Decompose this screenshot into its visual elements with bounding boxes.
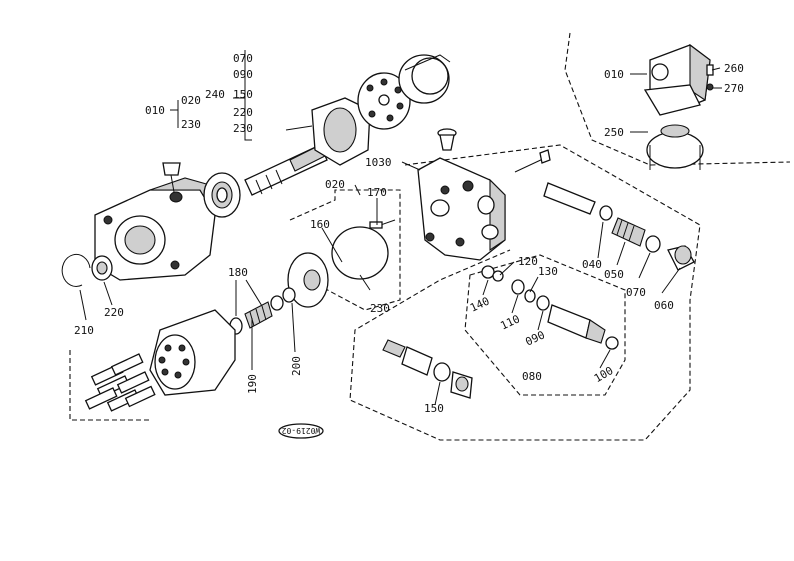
label-070-b: 070 bbox=[626, 286, 646, 299]
leader-lines bbox=[79, 50, 722, 406]
inset-motor-assembly bbox=[643, 43, 714, 170]
drive-shaft bbox=[244, 144, 328, 196]
spring-set bbox=[229, 287, 296, 335]
label-1030: 1030 bbox=[365, 156, 392, 169]
label-170: 170 bbox=[367, 186, 387, 199]
valve-group-outline bbox=[349, 144, 701, 441]
bearing bbox=[203, 172, 241, 218]
label-150-a: 150 bbox=[233, 88, 253, 101]
relief-valve-outline bbox=[464, 254, 626, 396]
spool-assembly bbox=[543, 182, 695, 271]
pistons bbox=[84, 353, 156, 412]
relief-valve-parts bbox=[481, 265, 619, 350]
group-outlines bbox=[69, 32, 791, 441]
label-020: 020 bbox=[181, 94, 201, 107]
dowel-pin bbox=[369, 219, 396, 229]
label-120: 120 bbox=[518, 255, 538, 268]
label-090-b: 090 bbox=[523, 328, 547, 348]
label-230-a: 230 bbox=[181, 118, 201, 131]
cylinder-group-outline bbox=[289, 189, 401, 311]
label-240: 240 bbox=[205, 88, 225, 101]
label-180: 180 bbox=[228, 266, 248, 279]
cap-plug bbox=[437, 128, 457, 151]
label-250: 250 bbox=[604, 126, 624, 139]
valve-block bbox=[417, 157, 506, 261]
label-220-a: 220 bbox=[233, 106, 253, 119]
retaining-ring-large bbox=[398, 54, 451, 104]
label-110: 110 bbox=[498, 312, 522, 332]
label-260: 260 bbox=[724, 62, 744, 75]
label-200: 200 bbox=[290, 356, 303, 376]
label-220-b: 220 bbox=[104, 306, 124, 319]
drawing-code: W0219-02 bbox=[282, 426, 321, 435]
relief-plug bbox=[382, 339, 473, 399]
label-160: 160 bbox=[310, 218, 330, 231]
label-130: 130 bbox=[538, 265, 558, 278]
label-040: 040 bbox=[582, 258, 602, 271]
label-090: 090 bbox=[233, 68, 253, 81]
label-010: 010 bbox=[145, 104, 165, 117]
label-060: 060 bbox=[654, 299, 674, 312]
label-140: 140 bbox=[468, 294, 492, 314]
label-230-b: 230 bbox=[233, 122, 253, 135]
label-270: 270 bbox=[724, 82, 744, 95]
label-190: 190 bbox=[246, 374, 259, 394]
motor-housing bbox=[94, 177, 216, 281]
swash-carrier bbox=[285, 97, 371, 166]
label-020-b: 020 bbox=[325, 178, 345, 191]
label-070: 070 bbox=[233, 52, 253, 65]
label-230-c: 230 bbox=[370, 302, 390, 315]
port-disk bbox=[357, 72, 411, 130]
label-080: 080 bbox=[522, 370, 542, 383]
rotor-block bbox=[149, 309, 236, 396]
label-210: 210 bbox=[74, 324, 94, 337]
label-010-b: 010 bbox=[604, 68, 624, 81]
inset-assembly-outline bbox=[564, 32, 791, 166]
housing-plug bbox=[162, 162, 183, 203]
label-050: 050 bbox=[604, 268, 624, 281]
cylinder-plate bbox=[287, 226, 389, 308]
drawing-code-badge: W0219-02 bbox=[278, 423, 324, 439]
label-150-b: 150 bbox=[424, 402, 444, 415]
long-bolt bbox=[514, 149, 551, 173]
rotor-bracket-outline bbox=[69, 350, 150, 421]
snap-ring-and-seal bbox=[61, 253, 113, 287]
